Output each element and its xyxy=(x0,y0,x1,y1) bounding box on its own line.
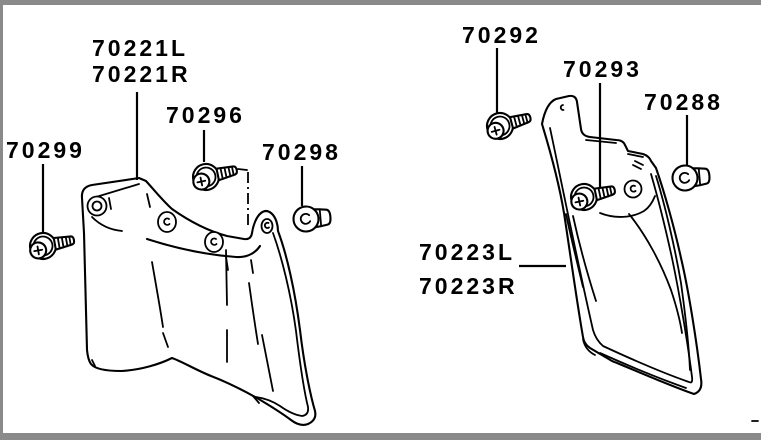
part-label-70288: 70288 xyxy=(644,89,723,115)
bolt-70293-icon xyxy=(569,182,616,212)
part-label-70293: 70293 xyxy=(563,56,642,82)
bolt-70296-icon xyxy=(191,162,238,192)
part-label-70299: 70299 xyxy=(6,137,85,163)
part-label-70292: 70292 xyxy=(462,22,541,48)
left-mud-guard-icon xyxy=(80,176,317,426)
part-label-70221R: 70221R xyxy=(92,61,191,87)
frame-border-top xyxy=(0,0,761,5)
left-guard-outline xyxy=(80,176,317,426)
frame-border-left xyxy=(0,0,3,440)
part-label-70223R: 70223R xyxy=(419,273,518,299)
right-guard-outline xyxy=(540,94,703,396)
right-mud-guard-icon xyxy=(540,94,703,396)
left-guard-mounting-hole xyxy=(86,195,108,217)
bolt-70292-icon xyxy=(485,111,532,141)
grommet-70298-icon xyxy=(292,205,332,233)
leader-lines xyxy=(41,48,759,422)
right-guard-mounting-hole xyxy=(623,179,643,199)
part-label-70221L: 70221L xyxy=(92,35,189,61)
grommet-70288-icon xyxy=(671,164,711,192)
bolt-70299-icon xyxy=(28,231,76,261)
part-label-70296: 70296 xyxy=(166,102,245,128)
part-label-70223L: 70223L xyxy=(419,239,516,265)
frame-border-bottom xyxy=(0,433,761,440)
part-label-70298: 70298 xyxy=(262,139,341,165)
